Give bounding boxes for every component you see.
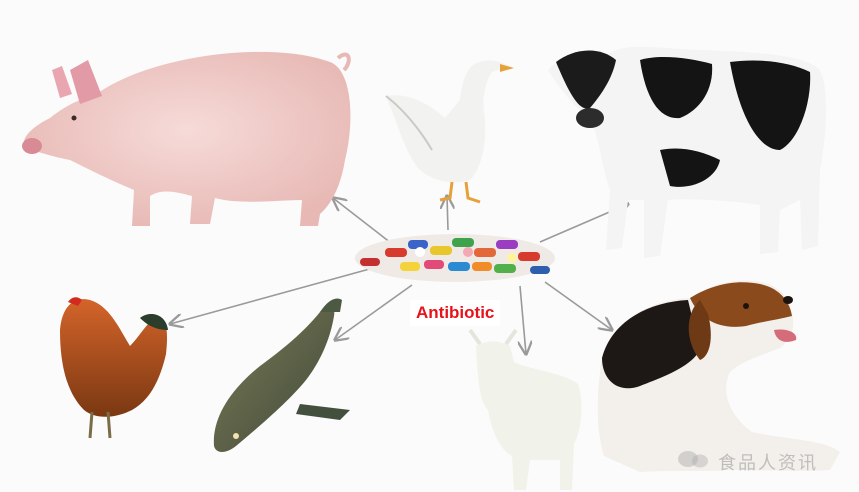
pills-image [355, 234, 555, 282]
fish-image [214, 299, 350, 453]
watermark-text: 食品人资讯 [718, 449, 818, 475]
pig-image [22, 52, 350, 226]
antibiotic-label: Antibiotic [410, 300, 500, 326]
goose-image [386, 60, 514, 202]
cow-image [548, 47, 826, 258]
wechat-watermark-icon [676, 449, 710, 469]
rooster-image [60, 297, 168, 438]
dog-image [598, 281, 840, 472]
